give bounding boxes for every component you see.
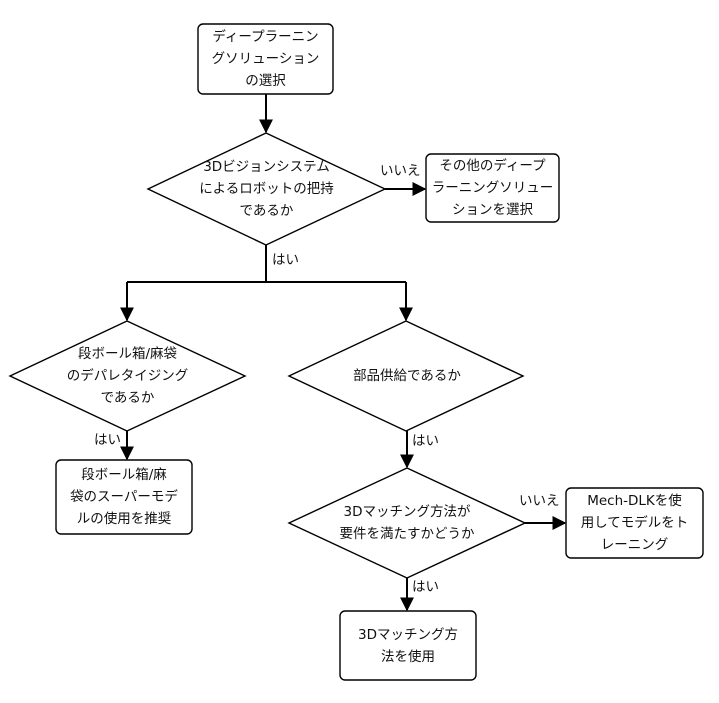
other-solution-label: その他のディープ ラーニングソリュー ションを選択: [431, 158, 554, 218]
q-3d-matching-label: 3Dマッチング方法が 要件を満たすかどうか: [339, 504, 475, 542]
q-cardboard-label: 段ボール箱/麻袋 のデパレタイジング であるか: [66, 346, 189, 406]
edge-label-vision-no: いいえ: [380, 163, 421, 179]
edge-label-matching-no: いいえ: [519, 493, 560, 509]
use-3d-matching-label: 3Dマッチング方 法を使用: [358, 626, 458, 665]
start-node-label: ディープラーニン グソリューション の選択: [211, 29, 320, 89]
q-3d-vision-label: 3Dビジョンシステム によるロボットの把持 であるか: [199, 159, 334, 219]
q-parts-label: 部品供給であるか: [353, 368, 461, 384]
edge-label-vision-yes: はい: [272, 252, 299, 268]
edge-label-matching-yes: はい: [412, 579, 439, 595]
train-dlk-label: Mech-DLKを使 用してモデルをト レーニング: [580, 493, 689, 553]
edge-label-cardboard-yes: はい: [94, 432, 121, 448]
rec-supermodel-label: 段ボール箱/麻 袋のスーパーモデ ルの使用を推奨: [70, 467, 178, 527]
edge-label-parts-yes: はい: [412, 433, 439, 449]
